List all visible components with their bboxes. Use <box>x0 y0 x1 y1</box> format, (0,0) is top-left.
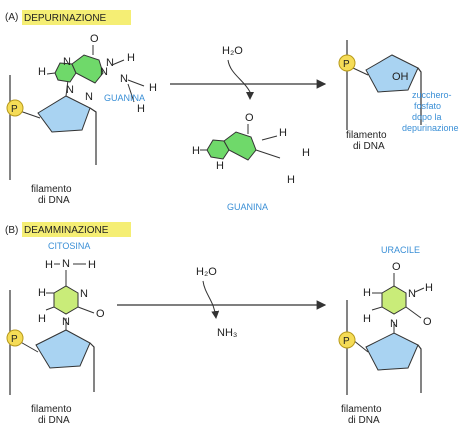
atom-o: O <box>96 308 105 320</box>
deoxyribose-sugar <box>35 329 91 369</box>
atom-o: O <box>90 33 99 45</box>
atom-h: H <box>38 66 46 78</box>
strand-label-line2: di DNA <box>348 415 380 426</box>
atom-h: H <box>192 145 200 157</box>
depurination-arrow: H₂O <box>170 45 327 100</box>
hydroxyl-group: OH <box>392 71 409 83</box>
sugar-note-line1: zucchero- <box>412 90 452 100</box>
strand-label-line2: di DNA <box>38 415 70 426</box>
strand-label-line1: filamento <box>346 130 387 141</box>
free-guanine-label: GUANINA <box>227 202 268 212</box>
strand-label-line2: di DNA <box>353 141 385 152</box>
uracil-bonds <box>371 273 425 319</box>
section-b-header: (B) DEAMMINAZIONE <box>5 222 131 237</box>
free-guanine: O H H H H H GUANINA <box>192 112 310 212</box>
dna-uracil-nucleotide: URACILE P O N N O H H H filamento di DNA <box>338 245 433 426</box>
atom-h: H <box>137 103 145 115</box>
atom-h: H <box>425 282 433 294</box>
cytosine-ring <box>53 285 79 315</box>
deoxyribose-sugar <box>365 332 419 371</box>
deoxyribose-sugar <box>37 95 91 133</box>
dna-cytosine-nucleotide: CITOSINA P N N N O H H H H filamento di … <box>6 241 105 426</box>
atom-n: N <box>100 66 108 78</box>
atom-n: N <box>106 57 114 69</box>
sugar-note-line4: depurinazione <box>402 123 459 133</box>
phosphate-bond <box>352 67 369 76</box>
atom-h: H <box>88 259 96 271</box>
atom-h: H <box>363 313 371 325</box>
dna-guanine-nucleotide: P N N N N N N O H H H H GUANINA filament… <box>6 33 157 206</box>
strand-label-line1: filamento <box>341 404 382 415</box>
uracil-ring <box>381 285 407 315</box>
atom-h: H <box>363 287 371 299</box>
strand-label-line2: di DNA <box>38 195 70 206</box>
phosphate-group: P <box>6 329 24 347</box>
depurinated-nucleotide: P OH filamento di DNA zucchero- fosfato … <box>338 40 459 152</box>
phosphate-group: P <box>338 331 356 349</box>
sugar-note: zucchero- fosfato dopo la depurinazione <box>402 90 459 133</box>
atom-h: H <box>45 259 53 271</box>
atom-o: O <box>423 316 432 328</box>
atom-h: H <box>287 174 295 186</box>
sugar-bond <box>417 344 422 393</box>
guanine-bonds <box>46 45 145 103</box>
atom-n: N <box>63 56 71 68</box>
sugar-note-line3: dopo la <box>412 112 442 122</box>
atom-n: N <box>62 316 70 328</box>
water-curve <box>202 280 220 319</box>
svg-text:P: P <box>11 334 18 345</box>
water-label: H₂O <box>196 266 217 278</box>
phosphate-bond <box>352 339 369 353</box>
atom-h: H <box>279 127 287 139</box>
svg-text:P: P <box>343 59 350 70</box>
deamination-arrow: H₂O NH₃ <box>117 266 327 339</box>
svg-text:P: P <box>343 336 350 347</box>
section-b-highlight <box>22 222 131 237</box>
section-a-letter: (A) <box>5 12 18 23</box>
atom-n: N <box>66 84 74 96</box>
svg-text:P: P <box>11 104 18 115</box>
atom-n: N <box>85 91 93 103</box>
glycosidic-bond <box>65 79 69 97</box>
deoxyribose-sugar <box>365 54 419 93</box>
atom-o: O <box>245 112 254 124</box>
cytosine-label: CITOSINA <box>48 241 90 251</box>
phosphate-group: P <box>6 99 24 117</box>
atom-n: N <box>408 288 416 300</box>
sugar-bond <box>89 107 97 165</box>
atom-h: H <box>302 147 310 159</box>
sugar-note-line2: fosfato <box>414 101 441 111</box>
atom-h: H <box>127 52 135 64</box>
free-guanine-bonds <box>200 124 281 159</box>
atom-h: H <box>149 82 157 94</box>
atom-n: N <box>120 73 128 85</box>
section-b-title: DEAMMINAZIONE <box>24 225 109 236</box>
atom-h: H <box>216 160 224 172</box>
section-a-header: (A) DEPURINAZIONE <box>5 10 131 25</box>
ammonia-label: NH₃ <box>217 327 237 339</box>
water-curve <box>227 59 254 100</box>
guanine-label: GUANINA <box>104 93 145 103</box>
uracil-label: URACILE <box>381 245 420 255</box>
strand-label-line1: filamento <box>31 404 72 415</box>
atom-n: N <box>80 288 88 300</box>
strand-label-line1: filamento <box>31 184 72 195</box>
atom-h: H <box>38 313 46 325</box>
phosphate-group: P <box>338 54 356 72</box>
section-b-letter: (B) <box>5 225 18 236</box>
sugar-bond <box>417 67 422 125</box>
guanine-pyrimidine-ring <box>71 54 104 84</box>
cytosine-bonds <box>45 263 95 314</box>
section-a-highlight <box>22 10 131 25</box>
section-a-title: DEPURINAZIONE <box>24 13 107 24</box>
atom-n: N <box>390 318 398 330</box>
water-label: H₂O <box>222 45 243 57</box>
atom-h: H <box>38 287 46 299</box>
free-guanine-pyrimidine <box>223 131 257 161</box>
sugar-bond <box>89 342 95 392</box>
atom-n: N <box>62 258 70 270</box>
atom-o: O <box>392 261 401 273</box>
